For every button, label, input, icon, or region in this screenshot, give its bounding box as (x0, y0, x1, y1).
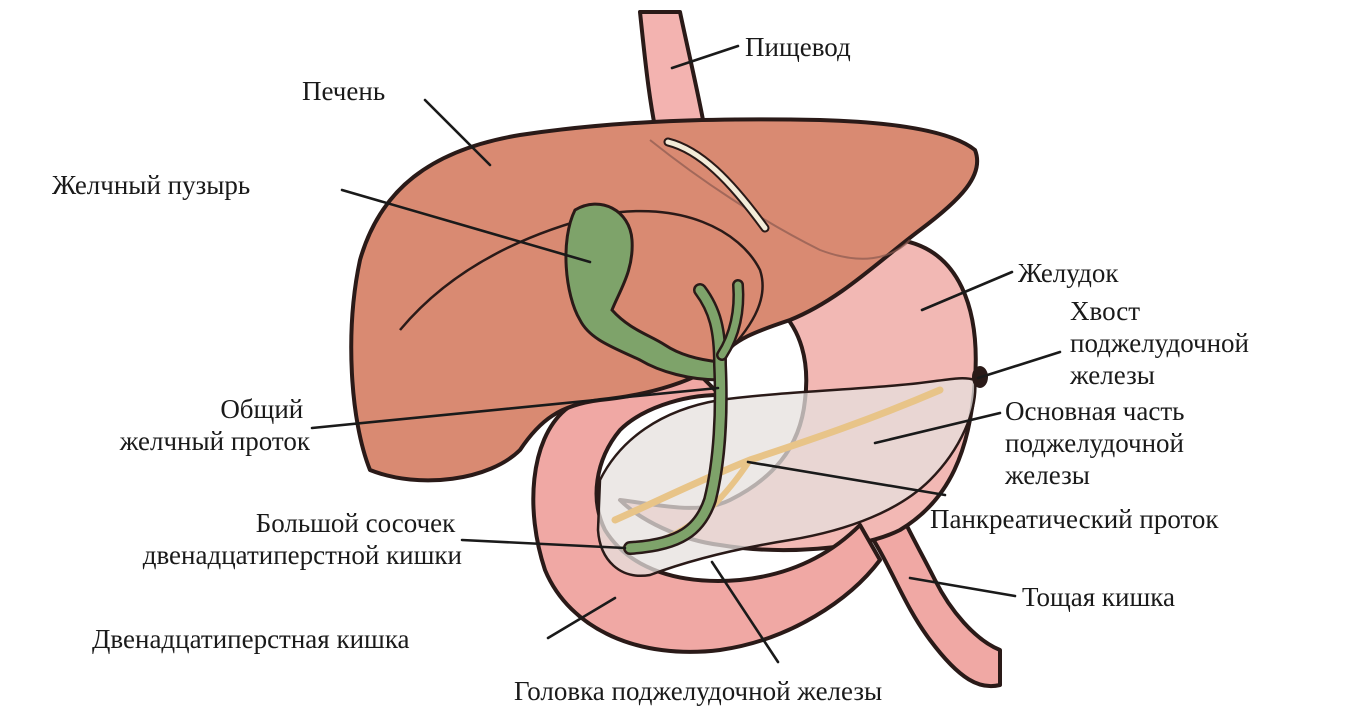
label-liver: Печень (302, 76, 385, 106)
label-jejunum: Тощая кишка (1022, 582, 1175, 612)
label-major-papilla-line2: двенадцатиперстной кишки (143, 540, 462, 570)
label-pancreas-body: Основная часть поджелудочной железы (1004, 396, 1191, 490)
label-stomach: Желудок (1018, 258, 1119, 288)
label-common-bile-duct: Общий желчный проток (119, 394, 311, 456)
label-pancreas-tail-line3: железы (1069, 360, 1155, 390)
label-pancreas-tail-line2: поджелудочной (1070, 328, 1249, 358)
label-gallbladder: Желчный пузырь (52, 170, 250, 200)
label-esophagus: Пищевод (745, 32, 851, 62)
leader-pancreas-tail (978, 352, 1060, 378)
label-major-papilla: Большой сосочек двенадцатиперстной кишки (143, 508, 462, 570)
label-pancreas-body-line3: железы (1004, 460, 1090, 490)
label-pancreas-tail: Хвост поджелудочной железы (1069, 296, 1256, 390)
label-common-bile-duct-line2: желчный проток (119, 426, 311, 456)
label-major-papilla-line1: Большой сосочек (256, 508, 456, 538)
label-pancreas-body-line2: поджелудочной (1005, 428, 1184, 458)
label-pancreas-body-line1: Основная часть (1005, 396, 1184, 426)
label-pancreas-tail-line1: Хвост (1070, 296, 1140, 326)
label-duodenum: Двенадцатиперстная кишка (92, 624, 410, 654)
label-common-bile-duct-line1: Общий (220, 394, 303, 424)
label-pancreas-head: Головка поджелудочной железы (514, 676, 882, 706)
label-pancreatic-duct: Панкреатический проток (930, 504, 1219, 534)
